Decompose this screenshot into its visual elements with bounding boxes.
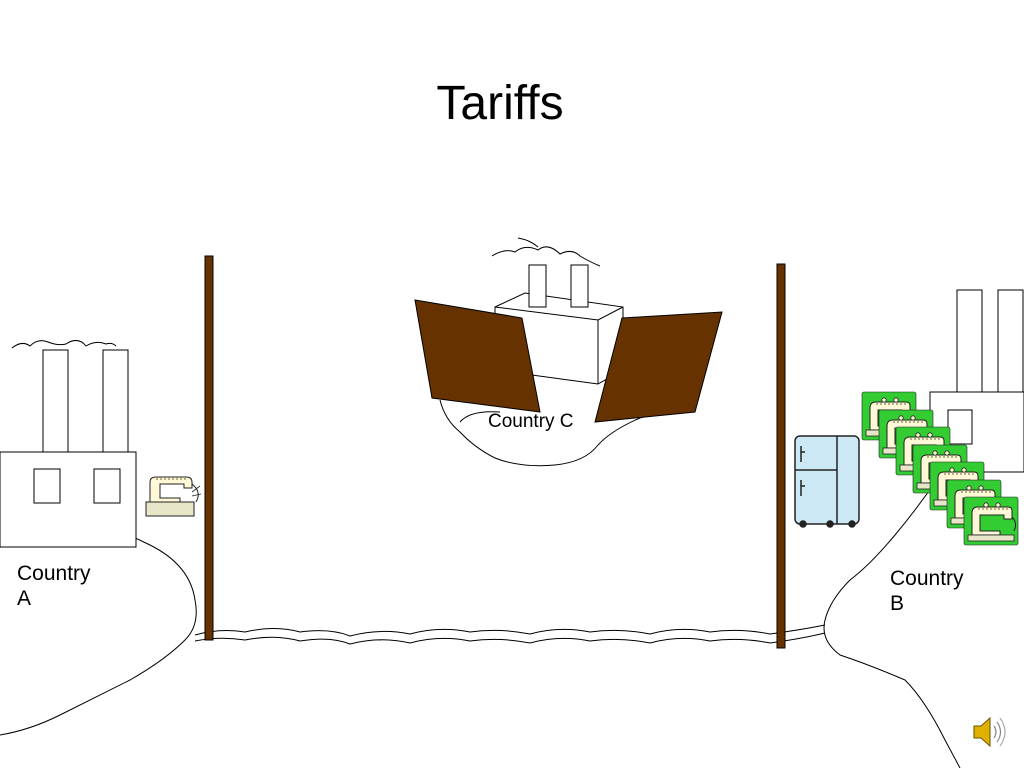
wall-c-right [594,311,723,423]
country-a-label: Country A [17,561,91,611]
speaker-icon[interactable] [973,716,1006,748]
wall-c-left [414,299,541,413]
sewing-machine-a-icon [145,476,202,517]
wall-a [204,255,214,641]
country-c-label: Country C [488,411,574,432]
country-a-label-line2: A [17,587,32,610]
country-c-walls [414,299,723,423]
wall-b [776,263,786,649]
country-b-label: Country B [890,566,964,616]
tariff-walls [204,255,786,649]
slide-title: Tariffs [436,77,564,130]
country-b-label-line1: Country [890,567,964,590]
refrigerator-icon [794,435,860,528]
country-a-label-line1: Country [17,562,91,585]
river-top [194,624,826,637]
sewing-machine-icon [963,496,1019,546]
factory-a-icon [0,340,137,548]
country-b-label-line2: B [890,592,905,615]
river-bottom [194,632,826,645]
